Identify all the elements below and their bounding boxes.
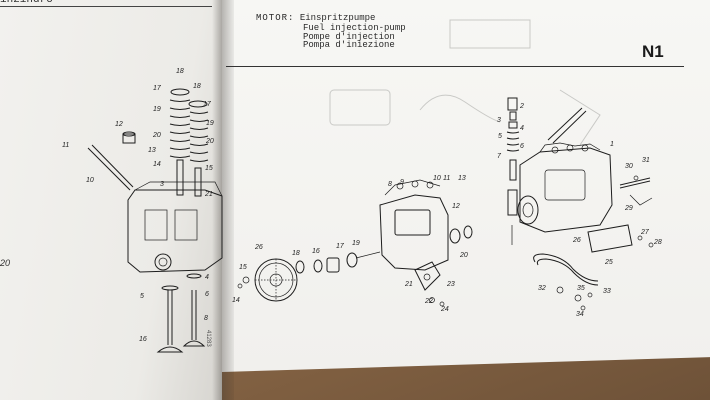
bleed-through (329, 19, 601, 146)
callout-c19: 19 (352, 240, 360, 247)
callout-c12: 12 (452, 203, 460, 210)
translation-fr: Pompe d'injection (303, 31, 395, 42)
callout-c16: 16 (312, 248, 320, 255)
callout-14: 14 (153, 161, 161, 168)
callout-18a: 18 (176, 68, 184, 75)
callout-r28: 28 (653, 239, 662, 246)
translation-en: Fuel injection-pump (303, 23, 406, 33)
cylinder-head-assembly (87, 88, 223, 353)
callout-c24: 24 (440, 306, 449, 313)
callout-r27: 27 (640, 229, 650, 236)
callout-16: 16 (139, 336, 147, 343)
callout-17b: 17 (203, 101, 212, 108)
callout-r7: 7 (497, 153, 502, 160)
callout-r34: 34 (576, 311, 584, 318)
callout-r35: 35 (577, 285, 585, 292)
callout-c14: 14 (232, 297, 240, 304)
callout-r3: 3 (497, 117, 501, 124)
right-callouts: 2 3 4 5 6 7 1 30 31 29 26 27 28 25 32 33… (497, 103, 662, 318)
callout-c13: 13 (458, 175, 466, 182)
callout-11: 11 (62, 142, 69, 149)
callout-c11: 11 (443, 175, 450, 182)
callout-c9: 9 (400, 179, 404, 186)
translation-it: Pompa d'iniezione (303, 40, 395, 50)
callout-c23: 23 (446, 281, 455, 288)
callout-r33: 33 (603, 288, 611, 295)
left-page (0, 0, 222, 400)
callout-r4: 4 (520, 125, 524, 132)
callout-4: 4 (205, 274, 209, 281)
callout-20b: 20 (205, 138, 214, 145)
title-translations: Fuel injection-pump Pompe d'injection Po… (303, 24, 406, 50)
callout-r5: 5 (498, 133, 502, 140)
callout-5: 5 (140, 293, 144, 300)
page-code: N1 (642, 42, 664, 61)
callout-18b: 18 (193, 83, 201, 90)
callout-8: 8 (204, 315, 208, 322)
right-header-rule (226, 66, 684, 67)
callout-r29: 29 (624, 205, 633, 212)
callout-r2: 2 (519, 103, 524, 110)
book-gutter (212, 0, 234, 400)
callout-19a: 19 (153, 106, 161, 113)
callout-20a: 20 (152, 132, 161, 139)
callout-c15: 15 (239, 264, 247, 271)
left-page-header-fragment: inzindro (0, 0, 53, 6)
callout-c20: 20 (459, 252, 468, 259)
injection-pump-assembled (506, 97, 654, 311)
callout-r30: 30 (625, 163, 633, 170)
callout-r6: 6 (520, 143, 524, 150)
left-header-rule (0, 6, 212, 7)
injection-pump-exploded-view (237, 179, 473, 307)
callout-19b: 19 (206, 120, 214, 127)
callout-c26: 26 (254, 244, 263, 251)
section-label: MOTOR: (256, 13, 295, 23)
center-callouts: 8 9 10 11 13 12 26 18 16 17 19 20 15 14 … (232, 175, 468, 313)
margin-print-mark: 41283 (205, 330, 211, 347)
callout-r25: 25 (604, 259, 613, 266)
left-page-side-number: 20 (0, 258, 11, 268)
callout-c18: 18 (292, 250, 300, 257)
callout-15: 15 (205, 165, 213, 172)
callout-c21: 21 (404, 281, 413, 288)
left-callouts: 17 18 18 17 19 19 20 20 13 12 11 10 14 3… (62, 68, 214, 343)
callout-12: 12 (115, 121, 123, 128)
callout-r26: 26 (572, 237, 581, 244)
callout-c8: 8 (388, 181, 392, 188)
callout-c22: 22 (424, 298, 433, 305)
callout-10: 10 (86, 177, 94, 184)
callout-c17: 17 (336, 243, 345, 250)
callout-r32: 32 (538, 285, 546, 292)
callout-6: 6 (205, 291, 209, 298)
callout-c10: 10 (433, 175, 441, 182)
callout-13: 13 (148, 147, 156, 154)
callout-3: 3 (160, 181, 164, 188)
callout-17a: 17 (153, 85, 162, 92)
section-title-text: Einspritzpumpe (299, 13, 376, 23)
callout-r31: 31 (642, 157, 650, 164)
callout-21: 21 (204, 191, 213, 198)
section-title: MOTOR: Einspritzpumpe (256, 14, 375, 23)
callout-r1: 1 (610, 141, 614, 148)
